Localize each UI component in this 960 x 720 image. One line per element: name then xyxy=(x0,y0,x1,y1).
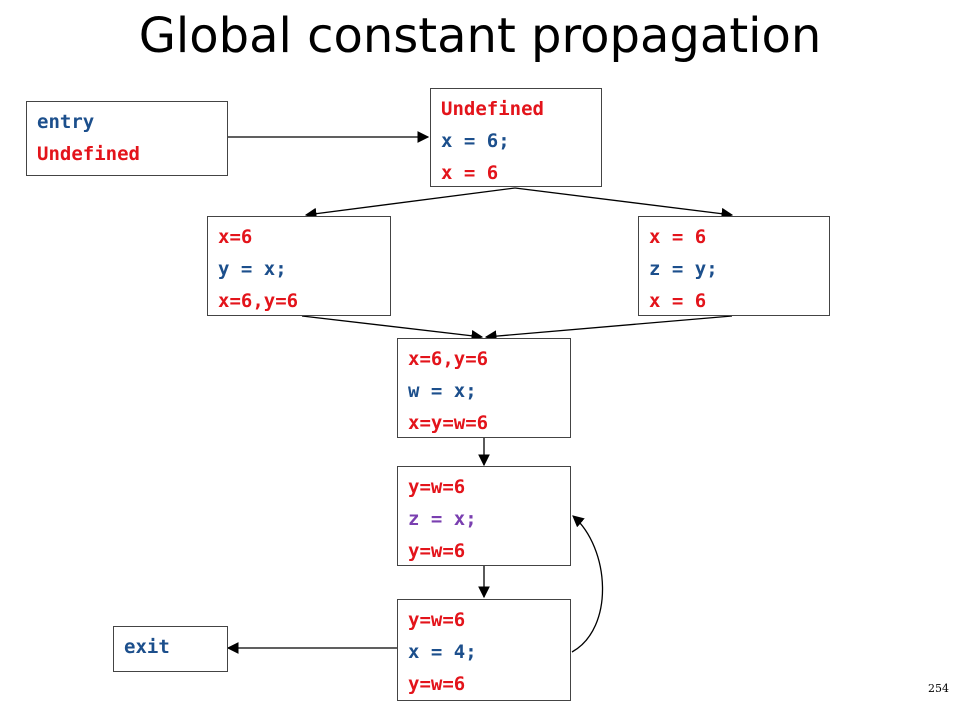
node-line: Undefined xyxy=(441,98,544,120)
node-exit: exit xyxy=(113,626,228,672)
node-line: entry xyxy=(37,111,95,133)
page-number: 254 xyxy=(928,682,949,695)
edge-bottom-back-to-loop xyxy=(571,515,604,653)
node-entry: entry Undefined xyxy=(26,101,228,176)
node-line: x=6 xyxy=(218,226,253,248)
node-line: x = 6 xyxy=(649,226,707,248)
node-line: x=y=w=6 xyxy=(408,412,489,434)
node-line: z = x; xyxy=(408,508,477,530)
node-line: y=w=6 xyxy=(408,476,466,498)
node-line: x=6,y=6 xyxy=(218,290,299,312)
node-line: exit xyxy=(124,636,170,658)
node-merge: x=6,y=6 w = x; x=y=w=6 xyxy=(397,338,571,438)
edge-left-to-merge xyxy=(301,315,484,342)
node-line: y=w=6 xyxy=(408,673,466,695)
node-line: z = y; xyxy=(649,258,718,280)
node-line: x = 4; xyxy=(408,641,477,663)
node-right: x = 6 z = y; x = 6 xyxy=(638,216,830,316)
node-line: y=w=6 xyxy=(408,609,466,631)
node-line: x = 6; xyxy=(441,130,510,152)
node-line: x=6,y=6 xyxy=(408,348,489,370)
node-line: w = x; xyxy=(408,380,477,402)
edge-right-to-merge xyxy=(484,315,733,342)
node-line: y=w=6 xyxy=(408,540,466,562)
slide-title: Global constant propagation xyxy=(138,8,822,64)
edge-top-to-left xyxy=(304,187,516,220)
node-left: x=6 y = x; x=6,y=6 xyxy=(207,216,391,316)
node-loop: y=w=6 z = x; y=w=6 xyxy=(397,466,571,566)
node-bottom: y=w=6 x = 4; y=w=6 xyxy=(397,599,571,701)
node-line: x = 6 xyxy=(649,290,707,312)
node-top: Undefined x = 6; x = 6 xyxy=(430,88,602,187)
node-line: Undefined xyxy=(37,143,140,165)
node-line: x = 6 xyxy=(441,162,499,184)
edge-top-to-right xyxy=(514,187,734,220)
node-line: y = x; xyxy=(218,258,287,280)
